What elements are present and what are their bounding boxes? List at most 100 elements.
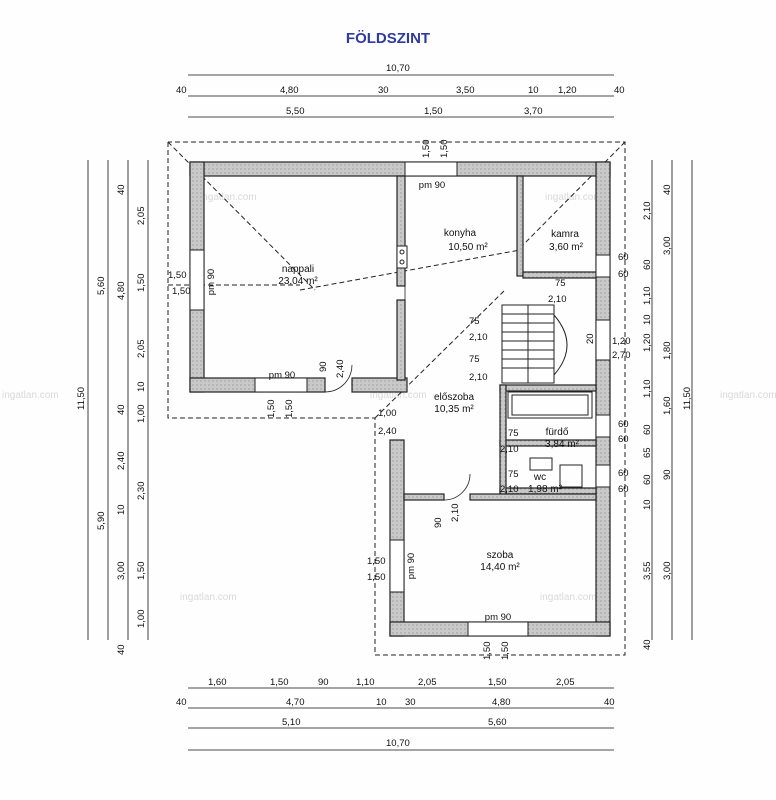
- dim-top-row2: 10: [528, 85, 539, 96]
- dim-right-inner2: 3,00: [662, 562, 673, 581]
- room-labels: nappali 23,04 m² konyha 10,50 m² kamra 3…: [278, 228, 583, 573]
- opening-dim: 1,50: [421, 140, 432, 159]
- opening-dim: 1,50: [367, 556, 386, 567]
- room-name-eloszoba: előszoba: [434, 392, 474, 403]
- room-area-wc: 1,98 m²: [528, 484, 563, 495]
- dim-bottom-row3: 5,60: [488, 717, 507, 728]
- dim-right-inner2: 1,60: [662, 397, 673, 416]
- dim-bottom-row2: 40: [604, 697, 615, 708]
- dim-right-inner2: 3,00: [662, 237, 673, 256]
- opening-dim: 2,10: [500, 444, 519, 455]
- dim-right-inner2: 90: [662, 469, 673, 480]
- room-area-kamra: 3,60 m²: [549, 242, 584, 253]
- dim-bottom-row1: 1,50: [270, 677, 289, 688]
- opening-dim: 75: [469, 354, 480, 365]
- opening-dim: 75: [469, 316, 480, 327]
- opening-dim: 1,50: [284, 400, 295, 419]
- dim-right-inner: 60: [642, 259, 653, 270]
- opening-dim: 75: [555, 278, 566, 289]
- dim-right-inner: 10: [642, 314, 653, 325]
- dim-left-inner2: 10: [116, 504, 127, 515]
- window-label: pm 90: [406, 553, 417, 579]
- dim-right-inner: 3,55: [642, 562, 653, 581]
- dim-top-row2: 3,50: [456, 85, 475, 96]
- room-area-nappali: 23,04 m²: [278, 276, 318, 287]
- opening-dim: 60: [618, 419, 629, 430]
- staircase: [501, 304, 568, 384]
- dim-top-row3: 1,50: [424, 106, 443, 117]
- opening-dim: 2,10: [469, 332, 488, 343]
- dim-left-inner: 2,05: [136, 340, 147, 359]
- opening-dim: 2,40: [378, 426, 397, 437]
- watermark-text: ingatlan.com: [200, 192, 257, 203]
- window-label: pm 90: [419, 180, 445, 191]
- opening-dim: 2,10: [500, 484, 519, 495]
- dim-top-row3: 3,70: [524, 106, 543, 117]
- dim-right-total: 11,50: [682, 387, 693, 410]
- bathroom-fixtures: [507, 391, 593, 488]
- dim-right-inner: 1,20: [642, 334, 653, 353]
- room-name-wc: wc: [533, 472, 546, 483]
- dimension-texts: 10,70 40 4,80 30 3,50 10 1,20 40 5,50 1,…: [76, 63, 693, 749]
- dim-bottom-row1: 1,60: [208, 677, 227, 688]
- opening-dim: 1,50: [439, 140, 450, 159]
- room-name-szoba: szoba: [487, 550, 514, 561]
- dim-right-inner2: 1,80: [662, 342, 673, 361]
- room-name-furdo: fürdő: [546, 427, 569, 438]
- opening-dim: 90: [318, 361, 329, 372]
- opening-dim: 1,50: [500, 642, 511, 661]
- dim-bottom-row2: 30: [405, 697, 416, 708]
- room-area-furdo: 3,84 m²: [545, 439, 580, 450]
- opening-dim: 1,50: [367, 572, 386, 583]
- opening-dim: 1,50: [168, 270, 187, 281]
- opening-dim: 2,40: [335, 360, 346, 379]
- watermark-text: ingatlan.com: [180, 592, 237, 603]
- dim-right-inner: 40: [662, 184, 673, 195]
- dim-left-outer: 5,60: [96, 277, 107, 296]
- dimension-lines: [87, 74, 693, 751]
- dim-left-inner2: 4,80: [116, 282, 127, 301]
- dim-right-inner: 60: [642, 424, 653, 435]
- watermark-text: ingatlan.com: [2, 390, 59, 401]
- dim-top-row2: 40: [614, 85, 625, 96]
- dim-left-inner: 2,05: [136, 207, 147, 226]
- opening-dim: 2,70: [612, 350, 631, 361]
- dim-left-inner2: 40: [116, 184, 127, 195]
- windows: [189, 161, 611, 637]
- opening-dim: 1,20: [612, 336, 631, 347]
- opening-dimensions: 1,50 1,50 1,50 1,50 1,50 1,50 90 2,40 1,…: [168, 140, 631, 661]
- dim-right-inner: 40: [642, 639, 653, 650]
- bathtub: [507, 391, 593, 419]
- dim-left-total: 11,50: [76, 387, 87, 410]
- dim-bottom-row1: 1,10: [356, 677, 375, 688]
- opening-dim: 2,10: [469, 372, 488, 383]
- opening-dim: 60: [618, 269, 629, 280]
- watermark-text: ingatlan.com: [720, 390, 776, 401]
- dim-bottom-row1: 2,05: [418, 677, 437, 688]
- dim-bottom-row1: 90: [318, 677, 329, 688]
- opening-dim: 2,10: [548, 294, 567, 305]
- room-area-eloszoba: 10,35 m²: [434, 404, 474, 415]
- stove-icon: [396, 245, 408, 269]
- opening-dim: 60: [618, 252, 629, 263]
- dim-top-row2: 1,20: [558, 85, 577, 96]
- dim-bottom-row1: 1,50: [488, 677, 507, 688]
- dim-left-inner: 1,50: [136, 562, 147, 581]
- watermark-text: ingatlan.com: [545, 192, 602, 203]
- dim-bottom-row2: 40: [176, 697, 187, 708]
- plan-title: FÖLDSZINT: [345, 30, 431, 47]
- dim-top-total: 10,70: [386, 63, 410, 74]
- watermark-group: ingatlan.com ingatlan.com ingatlan.com i…: [2, 192, 776, 603]
- dim-left-inner: 2,30: [136, 482, 147, 501]
- dim-left-inner: 1,50: [136, 274, 147, 293]
- dim-right-inner: 10: [642, 499, 653, 510]
- toilet: [559, 464, 583, 488]
- dim-left-inner: 1,00: [136, 610, 147, 629]
- dim-top-row2: 40: [176, 85, 187, 96]
- opening-dim: 1,50: [482, 642, 493, 661]
- room-name-konyha: konyha: [444, 228, 477, 239]
- window-label: pm 90: [269, 370, 295, 381]
- watermark-text: ingatlan.com: [540, 592, 597, 603]
- room-area-szoba: 14,40 m²: [480, 562, 520, 573]
